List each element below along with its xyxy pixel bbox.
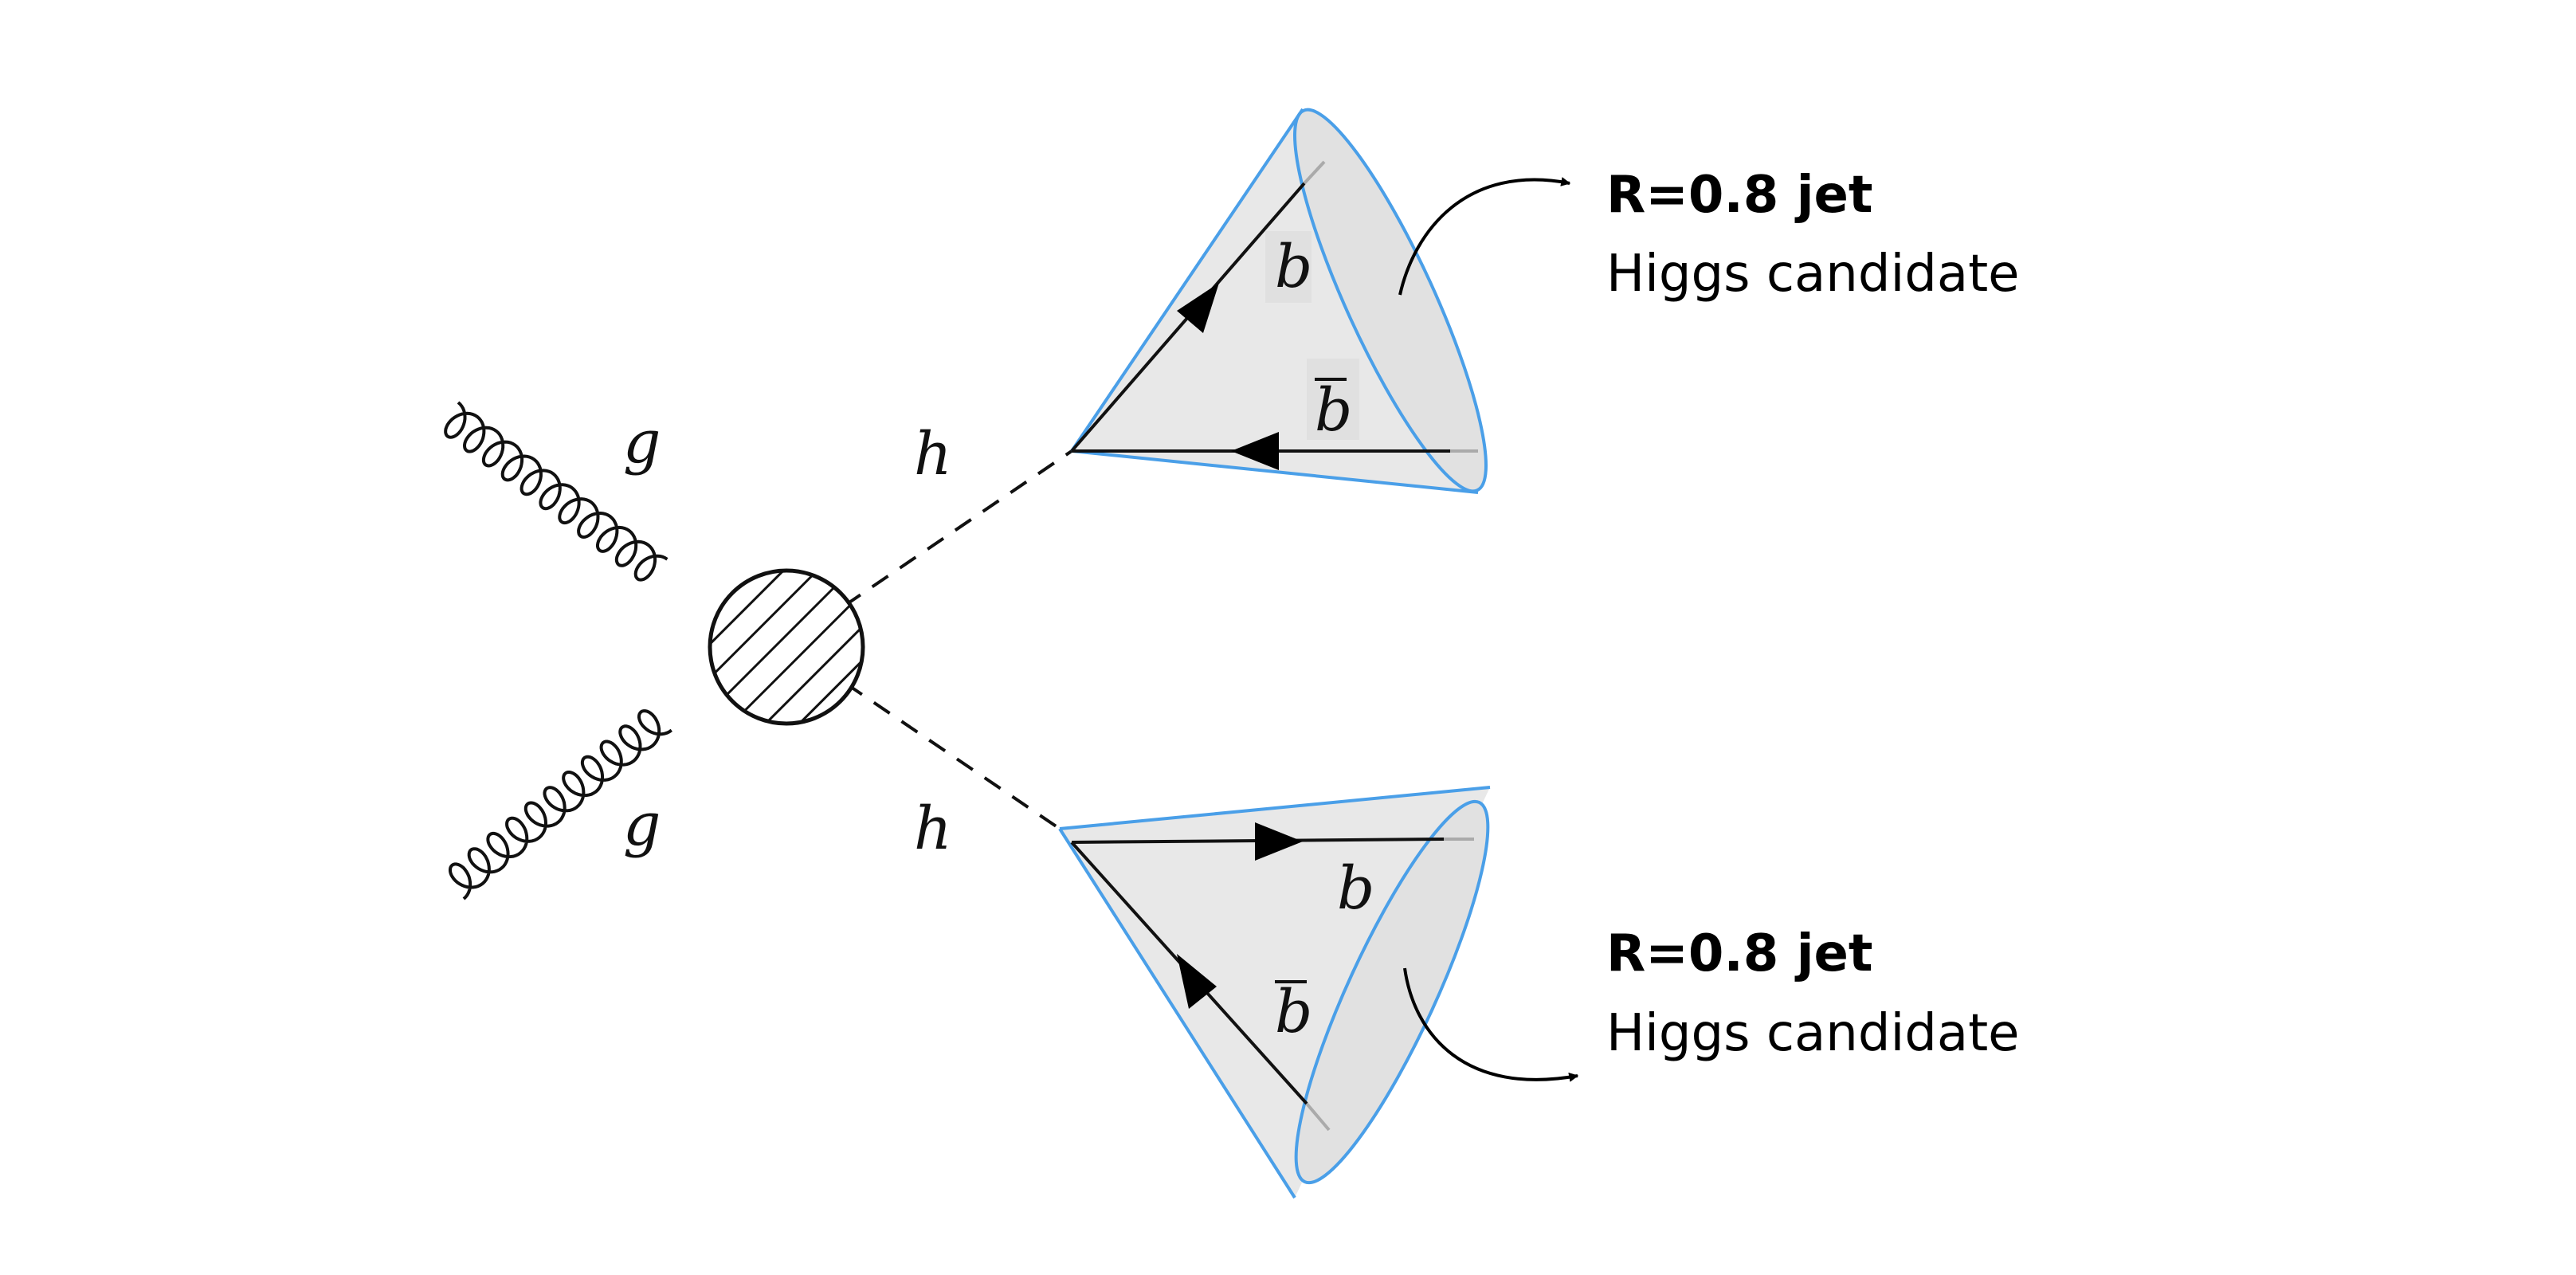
b-arrow-top (1177, 283, 1219, 333)
jet-annotation-subtitle-bottom: Higgs candidate (1606, 1004, 2020, 1063)
bbar-label-bottom: b (1275, 978, 1312, 1046)
jet-cone-bottom: b b (1058, 786, 1491, 1199)
jet-cone-top: b b (1070, 108, 1488, 494)
b-track-tail-top (1303, 160, 1326, 185)
b-label-bottom: b (1337, 854, 1374, 923)
bbar-label-top: b (1315, 376, 1352, 445)
cone-mouth-bottom (1294, 799, 1490, 1185)
jet-annotation-title-top: R=0.8 jet (1606, 166, 1873, 225)
jet-annotation-subtitle-top: Higgs candidate (1606, 245, 2020, 304)
higgs-propagator-bottom (845, 682, 1061, 830)
cone-edge-lower-top (1071, 449, 1479, 494)
gluon-label-bottom: g (623, 790, 661, 859)
b-label-bg-top (1265, 231, 1312, 303)
bbar-label-bg-top (1307, 359, 1359, 440)
higgs-label-bottom: h (914, 794, 952, 863)
bbar-track-tail-bottom (1305, 1102, 1331, 1132)
jet-annotation-title-bottom: R=0.8 jet (1606, 924, 1873, 983)
bbar-arrow-bottom (1177, 954, 1217, 1009)
gluon-line-bottom (449, 709, 672, 900)
gluon-line-top (444, 401, 669, 582)
higgs-label-top: h (914, 420, 952, 488)
higgs-propagator-top (843, 449, 1073, 607)
cone-edge-lower-bottom (1058, 827, 1296, 1199)
cone-edge-upper-top (1070, 108, 1304, 453)
cone-body-bottom (1060, 787, 1490, 1198)
b-arrow-bottom (1255, 822, 1303, 861)
gluon-label-top: g (623, 408, 661, 477)
interaction-blob (708, 568, 865, 726)
b-label-top: b (1275, 233, 1312, 301)
annotation-arrow-top (1398, 177, 1571, 296)
cone-edge-upper-bottom (1059, 786, 1491, 830)
bbar-arrow-top (1231, 432, 1279, 470)
annotation-arrow-bottom (1403, 967, 1579, 1082)
